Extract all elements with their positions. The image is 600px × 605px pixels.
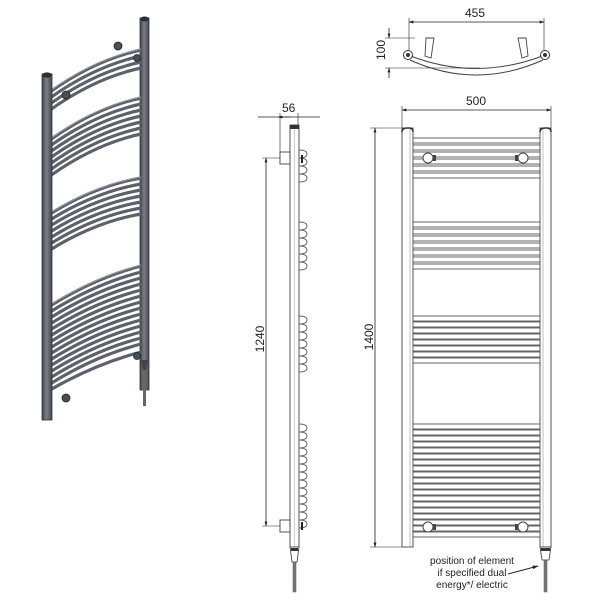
pipe-centres-dimension: 1240 [253,325,267,353]
note-line-1: position of element [430,556,514,567]
top-width-dimension: 455 [465,6,486,20]
front-width-dimension: 500 [466,94,487,108]
front-view [370,106,552,593]
top-depth-dimension: 100 [374,39,388,61]
element-position-note: position of element if specified dual en… [412,556,532,592]
side-depth-dimension: 56 [282,101,296,115]
side-view [258,113,320,593]
overall-height-dimension: 1400 [362,323,376,351]
top-view [385,18,550,78]
perspective-view [41,16,150,421]
note-line-3: energy*/ electric [436,580,508,591]
note-line-2: if specified dual [437,568,507,579]
